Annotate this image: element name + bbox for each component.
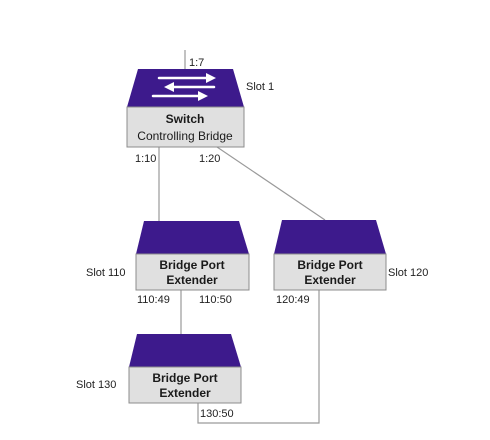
bpe-120-body	[273, 253, 387, 291]
wire-switch-to-bpe120	[216, 146, 326, 221]
slot-label-bpe-130: Slot 130	[76, 379, 116, 391]
bpe-130-top-face	[129, 334, 241, 367]
bpe-110-body	[135, 253, 250, 291]
bpe-130-name-line1: Bridge Port	[152, 371, 217, 385]
port-labels: 1:7 Slot 1 1:10 1:20 Slot 110 110:49 110…	[76, 57, 428, 420]
bpe-130-node[interactable]: Bridge Port Extender	[128, 334, 242, 404]
bpe-110-node[interactable]: Bridge Port Extender	[135, 221, 250, 291]
bpe-130-name-line2: Extender	[159, 386, 211, 400]
port-label-bpe-120-left: 120:49	[276, 294, 310, 306]
slot-label-switch: Slot 1	[246, 81, 274, 93]
wire-bpe120-to-bpe130	[197, 290, 320, 424]
port-label-bpe-110-left: 110:49	[137, 294, 170, 306]
slot-label-bpe-110: Slot 110	[86, 267, 126, 279]
connection-wires	[158, 50, 326, 424]
bpe-120-node[interactable]: Bridge Port Extender	[273, 220, 387, 291]
switch-name: Switch	[166, 112, 205, 126]
port-label-bpe-130-bottom: 130:50	[200, 408, 234, 420]
bpe-110-name-line2: Extender	[166, 273, 218, 287]
bidirectional-arrows-icon	[151, 73, 216, 101]
switch-body	[126, 106, 245, 148]
port-label-switch-left: 1:10	[135, 153, 156, 165]
port-label-bpe-110-right: 110:50	[199, 294, 232, 306]
bpe-120-name-line2: Extender	[304, 273, 356, 287]
bpe-120-name-line1: Bridge Port	[297, 258, 362, 272]
switch-role: Controlling Bridge	[137, 129, 233, 143]
bpe-120-top-face	[274, 220, 386, 254]
slot-label-bpe-120: Slot 120	[388, 267, 428, 279]
port-label-uplink: 1:7	[189, 57, 204, 69]
bpe-130-body	[128, 366, 242, 404]
switch-node[interactable]: Switch Controlling Bridge	[126, 69, 245, 148]
bpe-110-name-line1: Bridge Port	[159, 258, 224, 272]
port-label-switch-right: 1:20	[199, 153, 220, 165]
bpe-110-top-face	[136, 221, 249, 254]
